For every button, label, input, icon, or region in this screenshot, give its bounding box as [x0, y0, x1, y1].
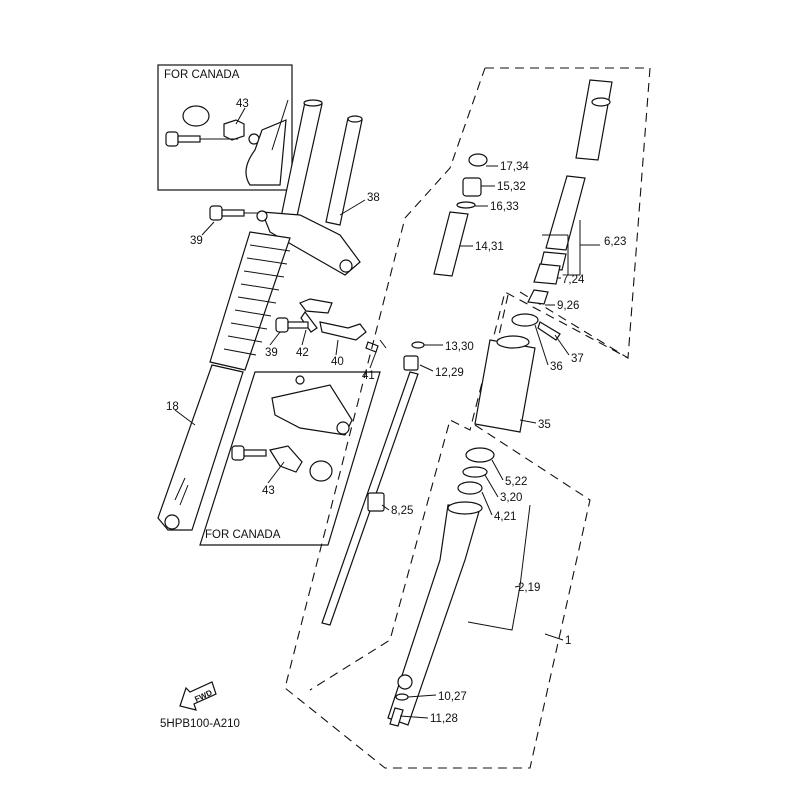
- callout-43: 43: [236, 98, 249, 110]
- callout-4-21: 4,21: [494, 511, 516, 523]
- callout-39: 39: [190, 235, 203, 247]
- washer-10-27: [395, 693, 409, 701]
- clip-3-20: [462, 466, 488, 478]
- bushing-9-26: [527, 289, 549, 305]
- bushing-7-24: [533, 263, 561, 285]
- callout-labels: 43 38 39 39 42 40 41 18 43 17,34 15,32 1…: [166, 98, 626, 725]
- assembled-fork: [157, 99, 387, 531]
- inset-title: FOR CANADA: [205, 529, 281, 541]
- leader-lines: [174, 165, 600, 719]
- screw-37: [537, 321, 561, 341]
- exploded-parts: [321, 79, 613, 727]
- callout-8-25: 8,25: [391, 505, 413, 517]
- callout-10-27: 10,27: [438, 691, 467, 703]
- callout-1: 1: [565, 635, 571, 647]
- callout-14-31: 14,31: [475, 241, 504, 253]
- bolt-11-28: [389, 707, 404, 727]
- spacer-14-31: [433, 211, 469, 277]
- inner-tube-6-23: [545, 175, 586, 251]
- spring-seat-12-29: [403, 355, 419, 371]
- seal-5-22: [465, 447, 495, 463]
- oring-16-33: [456, 201, 476, 209]
- steering-stem: [325, 117, 363, 226]
- cap-part: [182, 105, 210, 127]
- callout-35: 35: [538, 419, 551, 431]
- clamp-part: [223, 119, 245, 141]
- fwd-arrow-icon: FWD: [179, 681, 217, 711]
- callout-38: 38: [367, 192, 380, 204]
- callout-15-32: 15,32: [497, 181, 526, 193]
- bolt-shank: [177, 135, 201, 143]
- callout-17-34: 17,34: [500, 161, 529, 173]
- clamp-36: [511, 313, 539, 327]
- boot-fragment: [245, 119, 287, 186]
- callout-5-22: 5,22: [505, 476, 527, 488]
- callout-7-24: 7,24: [562, 274, 585, 286]
- callout-3-20: 3,20: [500, 492, 522, 504]
- callout-12-29: 12,29: [435, 367, 464, 379]
- bolt-head: [165, 131, 179, 147]
- callout-16-33: 16,33: [490, 201, 519, 213]
- outer-tube-18: [157, 364, 244, 531]
- group-boundary-lower: [284, 67, 591, 769]
- cap-17-34: [468, 153, 488, 167]
- callout-39: 39: [265, 347, 278, 359]
- callout-2-19: 2,19: [518, 582, 540, 594]
- boot-35: [474, 339, 536, 433]
- callout-43: 43: [262, 485, 275, 497]
- seal-4-21: [457, 481, 483, 495]
- callout-18: 18: [166, 401, 179, 413]
- inset-title: FOR CANADA: [164, 69, 240, 81]
- callout-41: 41: [362, 370, 375, 382]
- callout-11-28: 11,28: [430, 713, 458, 725]
- inset-for-canada-top: FOR CANADA: [157, 64, 293, 191]
- inner-tube-top: [575, 79, 613, 161]
- diagram-code: 5HPB100-A210: [160, 718, 240, 730]
- bellows-boot: [209, 231, 291, 371]
- callout-9-26: 9,26: [557, 300, 579, 312]
- callout-40: 40: [331, 356, 344, 368]
- inset-for-canada-bottom: FOR CANADA: [199, 371, 381, 546]
- spring-8-25: [367, 492, 385, 512]
- callout-42: 42: [296, 347, 309, 359]
- callout-36: 36: [550, 361, 563, 373]
- nut-15-32: [462, 177, 482, 197]
- callout-37: 37: [571, 353, 584, 365]
- washer-13-30: [411, 341, 425, 349]
- callout-13-30: 13,30: [445, 341, 474, 353]
- callout-6-23: 6,23: [604, 236, 626, 248]
